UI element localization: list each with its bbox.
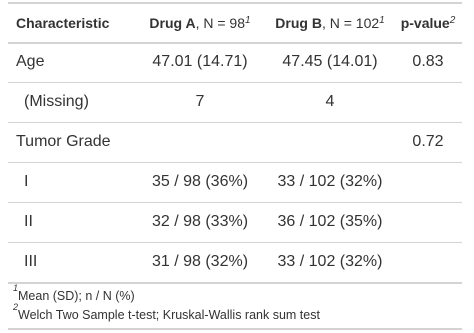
row-drug-b-value: 4 <box>325 93 335 110</box>
footnote-1-mark: 1 <box>13 283 19 293</box>
row-drug-a-value: 35 / 98 (36%) <box>151 173 249 190</box>
row-drug-a-value: 31 / 98 (32%) <box>151 253 249 270</box>
row-drug-b-value: 36 / 102 (35%) <box>277 213 383 230</box>
row-label: I <box>24 173 29 190</box>
row-p-value: 0.72 <box>412 133 444 150</box>
row-label: (Missing) <box>24 93 89 110</box>
row-label: II <box>24 213 33 230</box>
row-drug-a-value: 32 / 98 (33%) <box>151 213 249 230</box>
header-p-value-label: p-value <box>400 15 450 31</box>
header-drug-a-n: , N = 98 <box>195 15 245 31</box>
row-drug-b-value: 33 / 102 (32%) <box>277 173 383 190</box>
table-row-age: Age 47.01 (14.71) 47.45 (14.01) 0.83 <box>8 42 462 83</box>
row-p-value <box>398 82 458 122</box>
row-drug-a-value: 7 <box>195 93 205 110</box>
row-label: Age <box>16 53 45 70</box>
row-p-value <box>398 202 458 242</box>
row-drug-b-value: 47.45 (14.01) <box>282 53 378 70</box>
header-drug-b-n: , N = 102 <box>321 15 380 31</box>
table-row-grade-iii: III 31 / 98 (32%) 33 / 102 (32%) <box>8 242 462 282</box>
table-row-tumor-grade: Tumor Grade 0.72 <box>8 122 462 163</box>
row-drug-a-value: 47.01 (14.71) <box>152 53 248 70</box>
row-p-value <box>398 242 458 282</box>
header-p-value-footnote-mark: 2 <box>449 14 456 26</box>
footnote-2-text: Welch Two Sample t-test; Kruskal-Wallis … <box>18 308 320 322</box>
header-characteristic: Characteristic <box>16 15 110 31</box>
row-label: Tumor Grade <box>16 133 111 150</box>
footnote-1-text: Mean (SD); n / N (%) <box>18 289 135 303</box>
header-drug-b-name: Drug B <box>275 15 322 31</box>
row-p-value <box>398 162 458 202</box>
footnote-2-mark: 2 <box>13 302 19 312</box>
row-drug-b-value: 33 / 102 (32%) <box>277 253 383 270</box>
row-drug-b-value <box>270 122 390 162</box>
row-p-value: 0.83 <box>412 53 444 70</box>
row-drug-a-value <box>142 122 258 162</box>
header-drug-a-name: Drug A <box>149 15 196 31</box>
table-row-missing: (Missing) 7 4 <box>8 82 462 123</box>
table-row-grade-i: I 35 / 98 (36%) 33 / 102 (32%) <box>8 162 462 203</box>
row-label: III <box>24 253 38 270</box>
header-drug-b-footnote-mark: 1 <box>379 14 385 26</box>
header-drug-a-footnote-mark: 1 <box>245 14 251 26</box>
table-row-grade-ii: II 32 / 98 (33%) 36 / 102 (35%) <box>8 202 462 243</box>
